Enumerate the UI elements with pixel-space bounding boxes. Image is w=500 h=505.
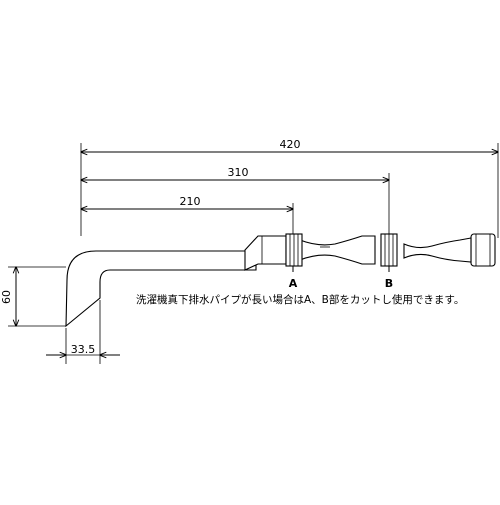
dimension-offset: 33.5	[46, 300, 120, 364]
cut-point-a-label: A	[289, 277, 298, 290]
pipe-body	[65, 233, 496, 328]
dimension-overall-label: 420	[280, 138, 301, 151]
dimension-offset-label: 33.5	[71, 343, 96, 356]
dimension-overall: 420	[81, 138, 498, 152]
dimension-to-a-label: 210	[180, 195, 201, 208]
dimension-to-a: 210	[81, 195, 293, 209]
pipe-elbow	[65, 250, 257, 328]
cut-instruction-note: 洗濯機真下排水パイプが長い場合はA、B部をカットし使用できます。	[136, 293, 464, 306]
cut-coupling-b: B	[380, 233, 398, 290]
cut-point-b-label: B	[385, 277, 393, 290]
dimension-to-b: 310	[81, 166, 389, 180]
cut-coupling-a: A	[285, 233, 303, 290]
extension-lines	[80, 143, 499, 238]
pipe-end-coupling	[470, 233, 496, 267]
dimension-height: 60	[0, 267, 66, 326]
dimension-height-label: 60	[0, 290, 13, 304]
dimension-to-b-label: 310	[228, 166, 249, 179]
